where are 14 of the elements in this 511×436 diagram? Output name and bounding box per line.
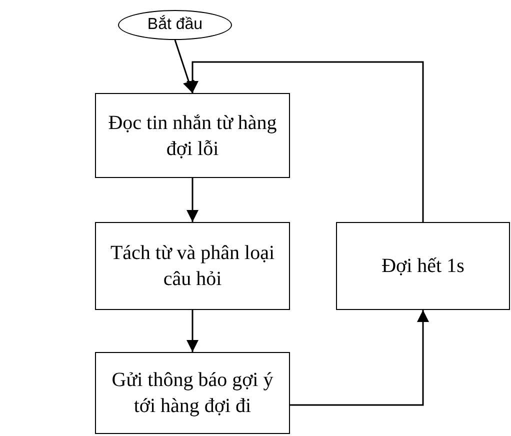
node-text: Gửi thông báo gợi ý tới hàng đợi đi xyxy=(110,368,274,419)
process-box xyxy=(336,222,510,310)
arrow xyxy=(186,61,424,222)
process-box xyxy=(95,93,290,178)
arrow xyxy=(186,310,198,352)
arrow xyxy=(290,310,429,406)
arrow xyxy=(186,178,198,222)
process-box xyxy=(95,352,290,434)
node-text: Tách từ và phân loại câu hỏi xyxy=(109,241,276,292)
process-box xyxy=(95,222,290,310)
node-text: Đọc tin nhắn từ hàng đợi lỗi xyxy=(107,110,278,162)
node-text: Bắt đầu xyxy=(147,14,203,35)
arrow xyxy=(174,40,194,94)
node-text: Đợi hết 1s xyxy=(382,254,464,279)
